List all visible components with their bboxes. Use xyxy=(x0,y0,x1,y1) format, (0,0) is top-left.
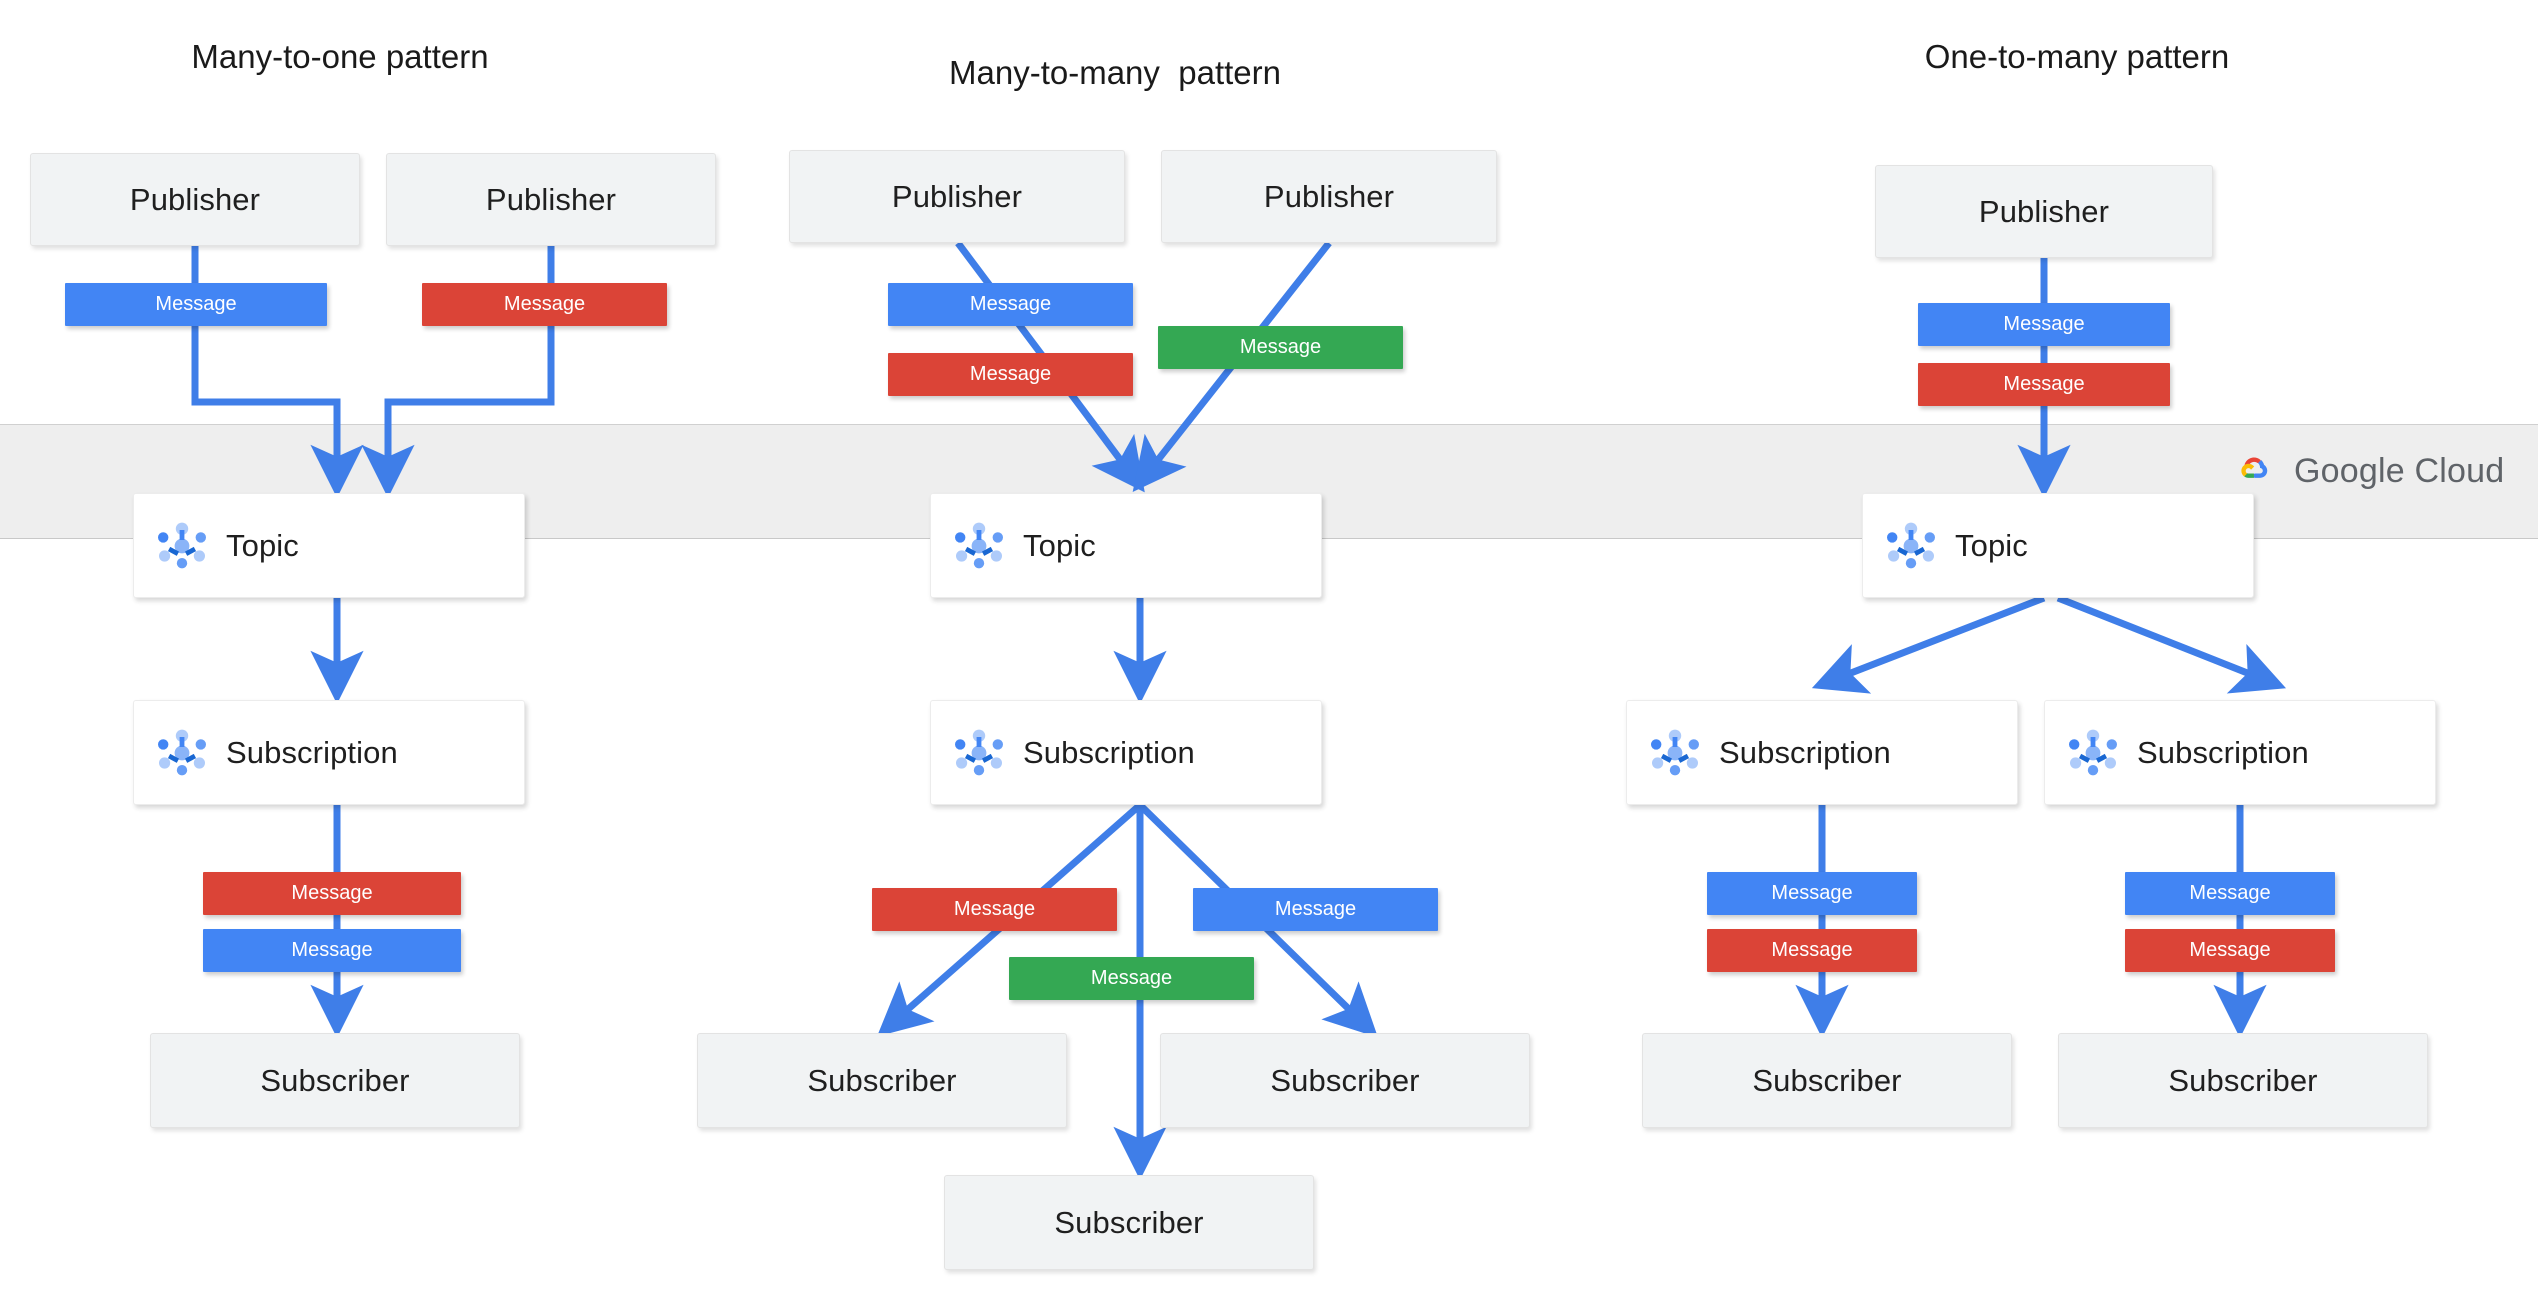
logo-word-cloud: Cloud xyxy=(2414,451,2505,490)
pubsub-subscription-icon xyxy=(2067,727,2119,779)
topic-label: Topic xyxy=(1955,527,2028,563)
pubsub-topic-icon xyxy=(156,520,208,572)
subscriber-node: Subscriber xyxy=(697,1033,1067,1128)
pubsub-subscription-icon xyxy=(156,727,208,779)
publisher-label: Publisher xyxy=(1978,193,2110,229)
subscriber-label: Subscriber xyxy=(260,1062,410,1098)
subscription-node: Subscription xyxy=(1626,700,2018,805)
message-chip: Message xyxy=(1918,303,2170,346)
message-chip: Message xyxy=(1193,888,1438,931)
message-chip: Message xyxy=(1158,326,1403,369)
message-chip: Message xyxy=(1707,872,1917,915)
message-chip: Message xyxy=(2125,929,2335,972)
message-chip: Message xyxy=(203,929,461,972)
message-chip: Message xyxy=(1009,957,1254,1000)
topic-node: Topic xyxy=(1862,493,2254,598)
column-title-many-to-one: Many-to-one pattern xyxy=(191,38,489,75)
publisher-label: Publisher xyxy=(485,181,617,217)
google-cloud-logo: Google Cloud xyxy=(2230,447,2504,495)
subscription-label: Subscription xyxy=(226,734,398,770)
subscriber-node: Subscriber xyxy=(944,1175,1314,1270)
subscriber-label: Subscriber xyxy=(1752,1062,1902,1098)
publisher-node: Publisher xyxy=(30,153,360,246)
topic-node: Topic xyxy=(930,493,1322,598)
subscriber-node: Subscriber xyxy=(1642,1033,2012,1128)
message-chip: Message xyxy=(872,888,1117,931)
wire-topic-sub-right-right xyxy=(2056,594,2287,694)
publisher-node: Publisher xyxy=(386,153,716,246)
subscriber-node: Subscriber xyxy=(2058,1033,2428,1128)
publisher-node: Publisher xyxy=(1875,165,2213,258)
wire-topic-sub-right-left xyxy=(1811,594,2046,694)
column-title-many-to-many: Many-to-many pattern xyxy=(949,54,1281,91)
subscription-node: Subscription xyxy=(133,700,525,805)
publisher-label: Publisher xyxy=(129,181,261,217)
subscriber-node: Subscriber xyxy=(1160,1033,1530,1128)
publisher-node: Publisher xyxy=(1161,150,1497,243)
message-chip: Message xyxy=(203,872,461,915)
message-chip: Message xyxy=(888,353,1133,396)
pubsub-subscription-icon xyxy=(1649,727,1701,779)
subscriber-label: Subscriber xyxy=(2168,1062,2318,1098)
pubsub-topic-icon xyxy=(1885,520,1937,572)
subscription-node: Subscription xyxy=(2044,700,2436,805)
message-chip: Message xyxy=(1918,363,2170,406)
subscriber-label: Subscriber xyxy=(807,1062,957,1098)
google-cloud-logo-text: Google Cloud xyxy=(2294,452,2504,491)
pubsub-subscription-icon xyxy=(953,727,1005,779)
pubsub-topic-icon xyxy=(953,520,1005,572)
google-cloud-logo-icon xyxy=(2241,457,2268,478)
publisher-label: Publisher xyxy=(891,178,1023,214)
topic-label: Topic xyxy=(226,527,299,563)
subscriber-label: Subscriber xyxy=(1054,1204,1204,1240)
subscription-label: Subscription xyxy=(1719,734,1891,770)
topic-label: Topic xyxy=(1023,527,1096,563)
message-chip: Message xyxy=(2125,872,2335,915)
topic-node: Topic xyxy=(133,493,525,598)
publisher-node: Publisher xyxy=(789,150,1125,243)
subscription-label: Subscription xyxy=(1023,734,1195,770)
message-chip: Message xyxy=(888,283,1133,326)
subscription-label: Subscription xyxy=(2137,734,2309,770)
publisher-label: Publisher xyxy=(1263,178,1395,214)
subscription-node: Subscription xyxy=(930,700,1322,805)
column-title-one-to-many: One-to-many pattern xyxy=(1924,38,2230,75)
logo-word-google: Google xyxy=(2294,451,2405,490)
message-chip: Message xyxy=(1707,929,1917,972)
subscriber-node: Subscriber xyxy=(150,1033,520,1128)
subscriber-label: Subscriber xyxy=(1270,1062,1420,1098)
message-chip: Message xyxy=(65,283,327,326)
message-chip: Message xyxy=(422,283,667,326)
